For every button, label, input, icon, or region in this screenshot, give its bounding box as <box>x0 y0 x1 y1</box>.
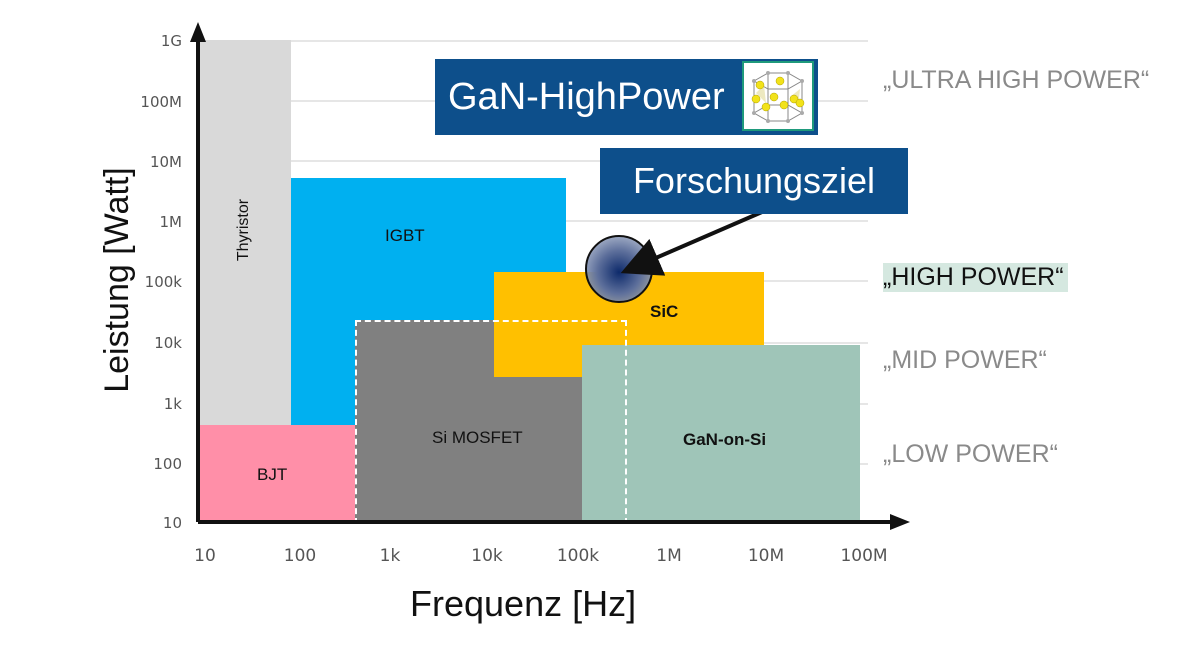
gan-highpower-banner: GaN-HighPower <box>435 59 818 135</box>
xtick-100: 100 <box>283 546 317 566</box>
ytick-10: 10 <box>162 514 182 532</box>
ytick-1g: 1G <box>160 32 182 50</box>
forschungsziel-banner: Forschungsziel <box>600 148 908 214</box>
crystal-structure-icon <box>742 61 814 131</box>
xtick-10m: 10M <box>747 546 785 566</box>
xtick-1m: 1M <box>656 546 682 566</box>
gridline-10m <box>198 160 868 162</box>
band-ultra-high-power: „ULTRA HIGH POWER“ <box>883 66 1150 94</box>
x-axis-title: Frequenz [Hz] <box>410 583 637 624</box>
xtick-10k: 10k <box>471 546 503 566</box>
region-gan-on-si <box>582 345 860 522</box>
ytick-100m: 100M <box>140 93 182 111</box>
label-gan-on-si: GaN-on-Si <box>683 430 767 449</box>
ytick-10k: 10k <box>154 334 182 352</box>
region-bjt <box>199 425 356 522</box>
ytick-10m: 10M <box>149 153 182 171</box>
label-sic: SiC <box>650 302 679 321</box>
xtick-100k: 100k <box>556 546 600 566</box>
band-low-power: „LOW POWER“ <box>883 440 1058 468</box>
label-igbt: IGBT <box>385 226 425 245</box>
gridline-1g <box>198 40 868 42</box>
xtick-1k: 1k <box>379 546 401 566</box>
xtick-10: 10 <box>194 546 216 566</box>
ytick-1m: 1M <box>159 213 183 231</box>
gan-highpower-label: GaN-HighPower <box>448 75 725 118</box>
label-bjt: BJT <box>257 465 288 484</box>
ytick-100k: 100k <box>144 273 182 291</box>
y-axis-title: Leistung [Watt] <box>98 167 136 393</box>
band-high-power: „HIGH POWER“ <box>883 263 1068 292</box>
xtick-100m: 100M <box>840 546 888 566</box>
band-mid-power: „MID POWER“ <box>883 346 1047 374</box>
ytick-1k: 1k <box>163 395 182 413</box>
forschungsziel-label: Forschungsziel <box>632 160 876 201</box>
ytick-100: 100 <box>153 455 182 473</box>
label-si-mosfet: Si MOSFET <box>432 428 523 447</box>
